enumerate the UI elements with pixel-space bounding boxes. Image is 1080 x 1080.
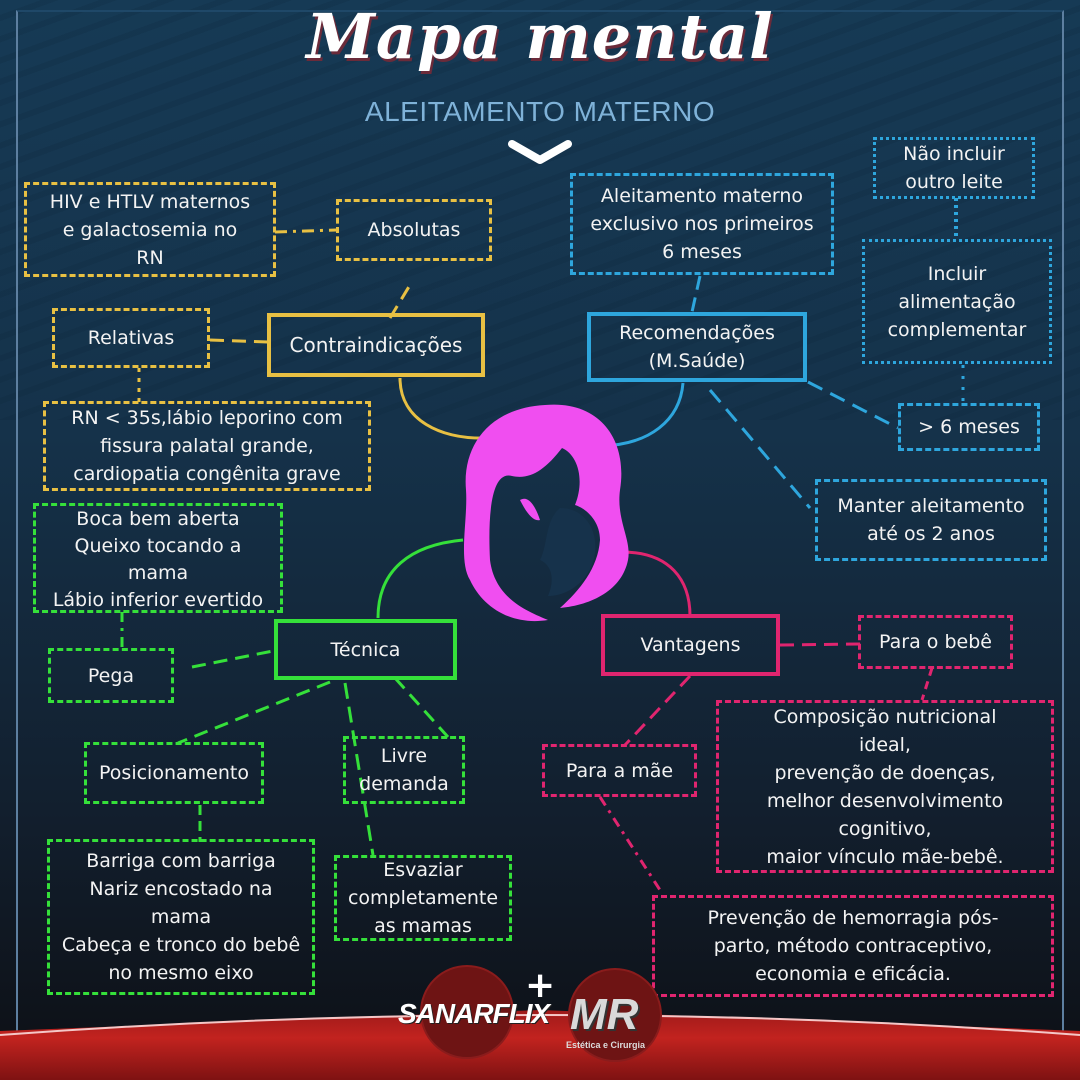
node-relativas[interactable]: Relativas [52,308,210,368]
node-posicionamento-detail[interactable]: Barriga com barriga Nariz encostado na m… [47,839,315,995]
node-recomendacoes[interactable]: Recomendações (M.Saúde) [587,312,807,382]
node-absolutas-detail[interactable]: HIV e HTLV maternos e galactosemia no RN [24,182,276,277]
node-absolutas[interactable]: Absolutas [336,199,492,261]
link-center-vantagens [621,550,692,617]
node-para-a-mae[interactable]: Para a mãe [542,744,697,797]
link-contra-absolutas [388,284,412,319]
node-nao-incluir-outro-leite[interactable]: Não incluir outro leite [873,137,1035,199]
node-mais-6-meses[interactable]: > 6 meses [898,403,1040,451]
link-vantagens-bebe [779,642,861,647]
node-para-o-bebe-detail[interactable]: Composição nutricional ideal, prevenção … [716,700,1054,873]
link-absolutas-detail [274,228,337,234]
chevron-down-icon [508,140,572,164]
link-tecnica-posic [177,680,331,745]
background-texture [0,0,1080,420]
link-center-contraindicacoes [398,377,491,440]
page-subtitle: ALEITAMENTO MATERNO [364,96,716,127]
node-livre-demanda[interactable]: Livre demanda [343,736,465,804]
mother-baby-silhouette-icon [463,404,629,622]
node-vantagens[interactable]: Vantagens [601,614,780,676]
node-para-o-bebe[interactable]: Para o bebê [858,615,1013,669]
plus-icon: + [525,965,556,1006]
node-posicionamento[interactable]: Posicionamento [84,742,264,804]
node-incluir-alimentacao[interactable]: Incluir alimentação complementar [862,239,1052,364]
node-relativas-detail[interactable]: RN < 35s,lábio leporino com fissura pala… [43,401,371,491]
sanarflix-logo: SANARFLIX [398,998,550,1029]
link-tecnica-pega [191,648,279,669]
footer-curve [0,1014,1080,1036]
link-contra-relativas [209,338,269,344]
node-pega-detail[interactable]: Boca bem aberta Queixo tocando a mama Lá… [33,503,283,613]
node-esvaziar-mamas[interactable]: Esvaziar completamente as mamas [334,855,512,941]
sanarflix-logo-badge [420,965,514,1059]
link-recom-6meses [807,380,899,430]
mr-logo: MR [570,990,639,1039]
link-recom-exclusivo [690,275,702,313]
link-recom-manter [708,389,812,509]
node-para-a-mae-detail[interactable]: Prevenção de hemorragia pós- parto, méto… [652,895,1054,997]
link-tecnica-livre [393,676,450,739]
node-tecnica[interactable]: Técnica [274,619,457,680]
link-vantagens-mae [623,674,692,747]
mr-logo-subtitle: Estética e Cirurgia [566,1040,646,1050]
link-center-tecnica [376,538,464,619]
link-bebe-detail [920,667,934,701]
node-manter-aleitamento[interactable]: Manter aleitamento até os 2 anos [815,479,1047,561]
mr-logo-badge [568,968,662,1062]
node-contraindicacoes[interactable]: Contraindicações [267,313,485,377]
link-mae-detail [598,796,662,891]
node-pega[interactable]: Pega [48,648,174,703]
link-tecnica-esvaziar [343,682,375,856]
page-title: Mapa mental [306,0,774,73]
node-aleitamento-exclusivo[interactable]: Aleitamento materno exclusivo nos primei… [570,173,834,275]
